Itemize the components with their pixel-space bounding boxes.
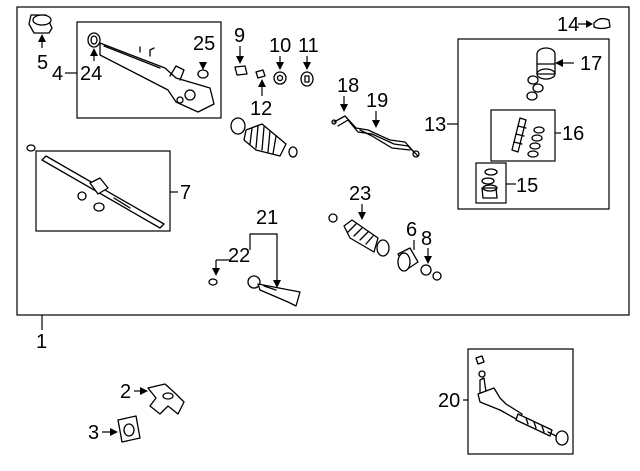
callout-14: 14 [557,14,579,36]
part-10-nut [273,71,287,85]
part-7-box [35,150,171,232]
callout-19: 19 [366,90,388,112]
part-3-mount-bushing [117,415,141,443]
callout-13: 13 [424,114,446,136]
callout-1: 1 [36,331,47,353]
part-22-nut [208,278,218,286]
part-23-rack-boot-lower [328,213,390,257]
callout-16: 16 [562,123,584,145]
part-9-clip [234,65,248,76]
part-6-8-bushing-set [397,247,442,281]
part-4-rack-housing [87,32,215,113]
callout-3: 3 [88,422,99,444]
main-assembly-frame [16,6,630,316]
part-12-clip [255,69,266,79]
part-16-valve-spool [511,117,545,158]
part-20-box [467,348,574,455]
callout-6: 6 [406,219,417,241]
callout-22: 22 [228,245,250,267]
callout-12: 12 [250,98,272,120]
part-16-box [490,109,556,162]
callout-11: 11 [298,35,319,57]
callout-25: 25 [193,33,215,55]
callout-7: 7 [180,182,191,204]
callout-8: 8 [421,228,432,250]
part-7-rack-bar [41,155,165,229]
callout-18: 18 [337,75,359,97]
part-15-box [475,162,507,204]
callout-4: 4 [52,63,63,85]
rack-boot-upper [230,117,298,158]
part-14-cap [593,17,611,30]
part-4-box [76,21,222,119]
part-15-seal-kit [481,168,498,199]
callout-5: 5 [37,52,48,74]
callout-24: 24 [80,63,102,85]
callout-20: 20 [438,390,460,412]
part-13-box [457,38,610,210]
callout-15: 15 [516,175,538,197]
part-17-valve-body [526,47,574,101]
callout-23: 23 [349,183,371,205]
callout-21: 21 [256,207,278,229]
part-7-small-ring [26,144,36,152]
callout-9: 9 [234,25,245,47]
part-18-19-fluid-lines [331,115,420,158]
part-11-plug [300,71,314,87]
callout-10: 10 [269,35,291,57]
callout-2: 2 [120,381,131,403]
part-5-bushing [28,14,53,48]
part-20-outer-tie-rod [475,355,569,446]
part-21-inner-tie-rod [247,275,301,307]
part-2-clamp-bracket [147,383,185,415]
callout-17: 17 [580,53,602,75]
